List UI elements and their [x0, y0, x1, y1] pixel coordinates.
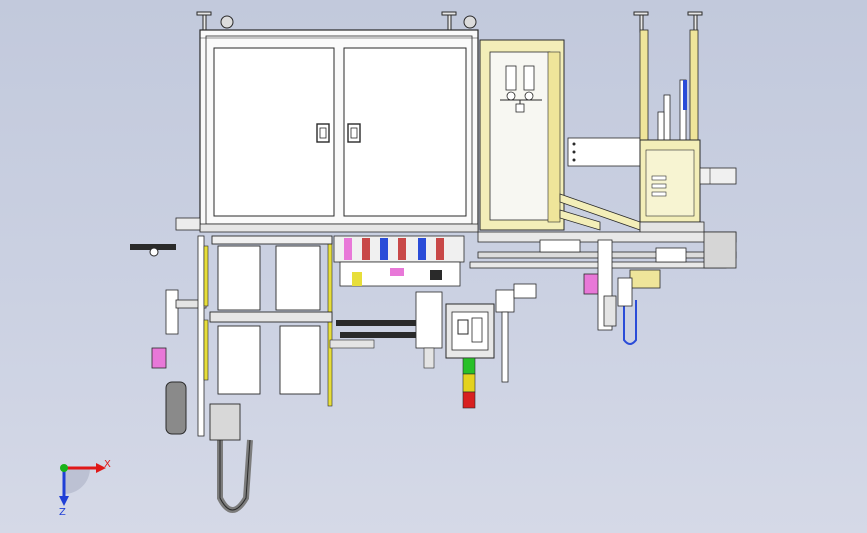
sensor-bracket: [495, 239, 581, 383]
left-frame-structure[interactable]: [130, 217, 333, 513]
cylinder: [699, 167, 737, 185]
pressure-regulator: [523, 65, 535, 91]
electrical-panel-frame[interactable]: [479, 39, 641, 231]
handle-icon: [316, 123, 330, 143]
signal-light-yellow: [462, 373, 476, 393]
handle-icon: [347, 123, 361, 143]
cabinet-door-right[interactable]: [343, 47, 467, 217]
tool-holder-blocks: [209, 235, 333, 441]
signal-light-red: [462, 391, 476, 409]
pneumatic-valves-right: [583, 239, 637, 345]
control-box[interactable]: [445, 303, 495, 359]
signal-tower: [462, 357, 476, 409]
x-axis-arrow: [96, 463, 106, 473]
signal-light-green: [462, 357, 476, 375]
lift-tower-unit[interactable]: [639, 29, 737, 237]
coordinate-triad-icon: X Z: [59, 459, 111, 518]
x-axis-label: X: [104, 459, 111, 470]
central-assembly[interactable]: [329, 235, 465, 369]
pressure-regulator: [505, 65, 517, 91]
main-cabinet[interactable]: [199, 29, 479, 233]
leveling-feet-top: [196, 11, 703, 33]
z-axis-arrow: [59, 496, 69, 506]
y-axis-dot: [60, 464, 68, 472]
z-axis-label: Z: [59, 507, 66, 518]
cabinet-door-left[interactable]: [213, 47, 335, 217]
